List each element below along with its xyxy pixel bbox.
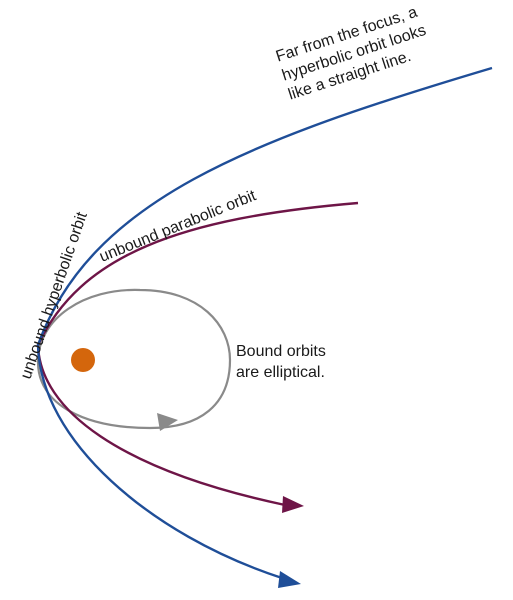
hyperbolic-orbit-path xyxy=(36,66,493,580)
elliptical-orbit-path xyxy=(36,288,232,430)
hyperbolic-orbit-arrowhead xyxy=(278,571,301,588)
bound-orbits-line-2: are elliptical. xyxy=(236,364,325,381)
bound-orbits-line-1: Bound orbits xyxy=(236,343,326,360)
parabolic-orbit-arrowhead xyxy=(282,496,304,513)
elliptical-orbit-arrowhead xyxy=(157,413,178,431)
focus-body xyxy=(71,348,95,372)
far-from-focus-note: Far from the focus, a hyperbolic orbit l… xyxy=(274,4,428,104)
